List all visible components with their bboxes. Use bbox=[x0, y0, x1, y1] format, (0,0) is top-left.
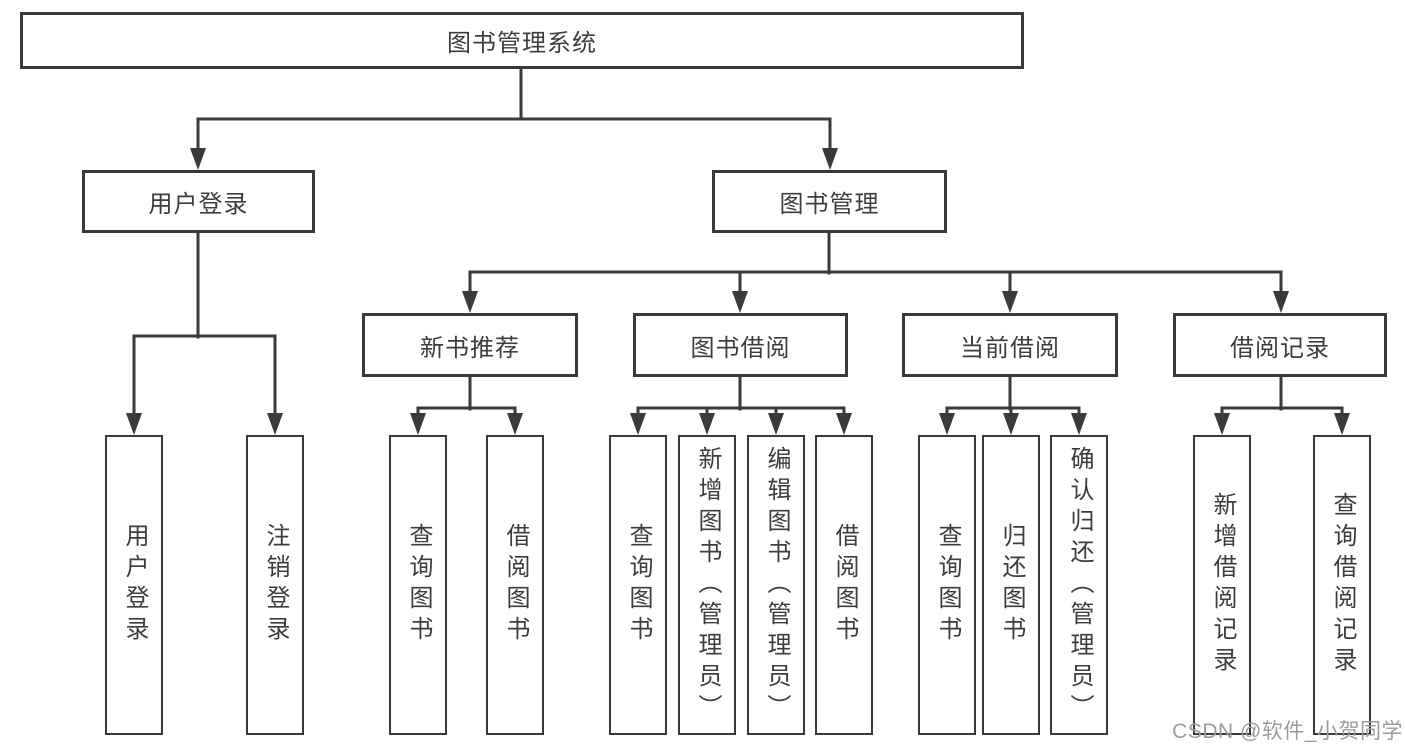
node-label: 图书借阅 bbox=[690, 334, 791, 362]
node-label: 查询借阅记录 bbox=[1329, 492, 1356, 678]
node-book-borrowing: 图书借阅 bbox=[633, 313, 848, 377]
node-label: 新增图书（管理员） bbox=[694, 445, 721, 725]
leaf-return-books: 归还图书 bbox=[982, 435, 1040, 735]
leaf-edit-book-admin: 编辑图书（管理员） bbox=[747, 435, 805, 735]
leaf-borrow-books-recommend: 借阅图书 bbox=[486, 435, 544, 735]
node-label: 当前借阅 bbox=[960, 334, 1060, 362]
leaf-search-books-recommend: 查询图书 bbox=[389, 435, 447, 735]
leaf-user-login: 用户登录 bbox=[105, 435, 163, 735]
node-borrowing-records: 借阅记录 bbox=[1173, 313, 1387, 377]
node-label: 查询图书 bbox=[405, 523, 432, 647]
node-new-book-recommend: 新书推荐 bbox=[362, 313, 578, 377]
leaf-search-borrow-record: 查询借阅记录 bbox=[1313, 435, 1371, 735]
node-label: 注销登录 bbox=[262, 523, 289, 647]
node-current-borrowing: 当前借阅 bbox=[902, 313, 1118, 377]
leaf-borrow-books-borrowing: 借阅图书 bbox=[815, 435, 873, 735]
node-user-login: 用户登录 bbox=[82, 170, 315, 233]
node-library-system: 图书管理系统 bbox=[20, 12, 1024, 69]
node-label: 图书管理 bbox=[779, 191, 880, 218]
node-label: 图书管理系统 bbox=[447, 30, 597, 57]
watermark: CSDN @软件_小贺同学 bbox=[1172, 720, 1403, 743]
node-label: 编辑图书（管理员） bbox=[763, 445, 790, 725]
node-label: 新书推荐 bbox=[420, 334, 520, 362]
node-label: 确认归还（管理员） bbox=[1066, 445, 1093, 725]
node-label: 借阅图书 bbox=[502, 523, 529, 647]
leaf-add-borrow-record: 新增借阅记录 bbox=[1193, 435, 1251, 735]
node-label: 用户登录 bbox=[121, 523, 148, 647]
node-book-management: 图书管理 bbox=[712, 170, 947, 233]
leaf-confirm-return-admin: 确认归还（管理员） bbox=[1050, 435, 1108, 735]
node-label: 新增借阅记录 bbox=[1209, 492, 1236, 678]
leaf-add-book-admin: 新增图书（管理员） bbox=[678, 435, 736, 735]
node-label: 借阅图书 bbox=[831, 523, 858, 647]
node-label: 查询图书 bbox=[625, 523, 652, 647]
leaf-search-books-borrowing: 查询图书 bbox=[609, 435, 667, 735]
node-label: 借阅记录 bbox=[1230, 334, 1330, 362]
node-label: 查询图书 bbox=[934, 523, 961, 647]
leaf-logout: 注销登录 bbox=[246, 435, 304, 735]
leaf-search-books-current: 查询图书 bbox=[918, 435, 976, 735]
node-label: 用户登录 bbox=[148, 191, 249, 218]
node-label: 归还图书 bbox=[998, 523, 1025, 647]
